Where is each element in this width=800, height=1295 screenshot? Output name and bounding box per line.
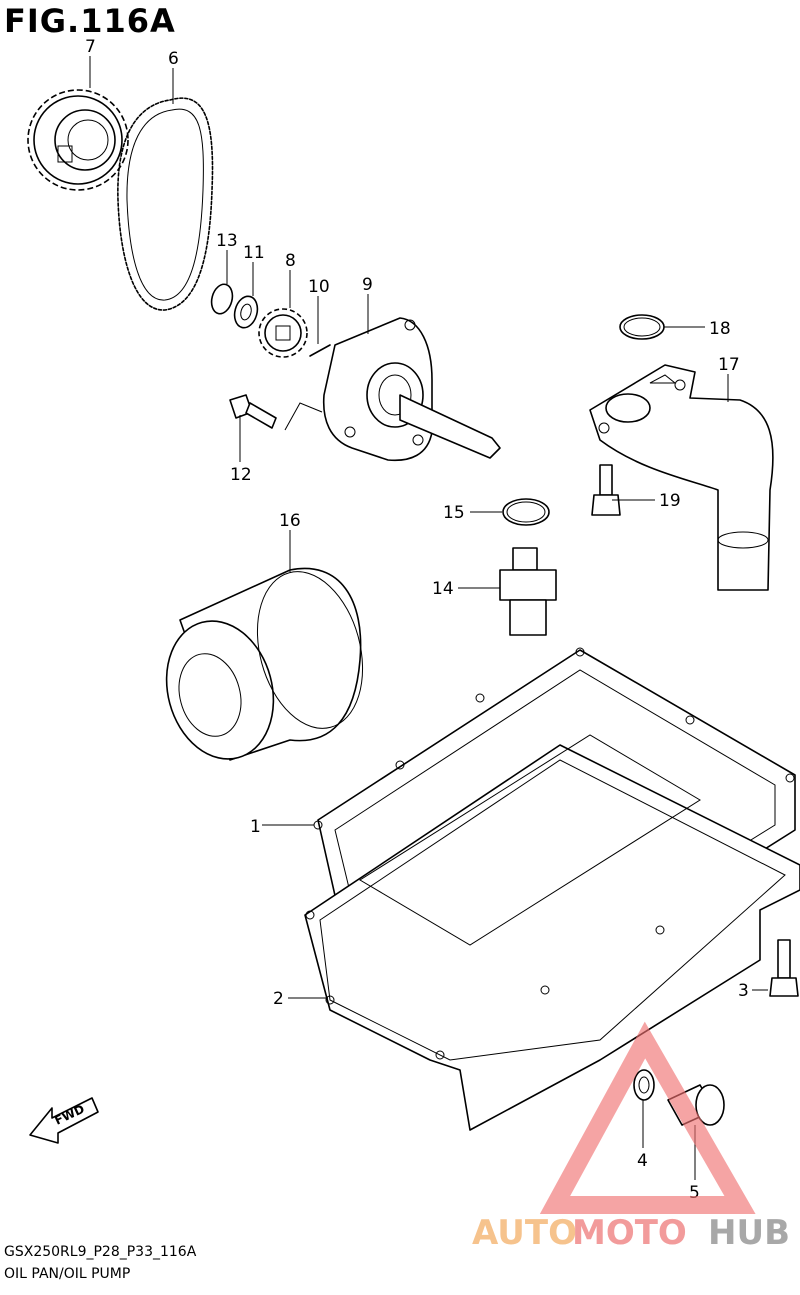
watermark-auto: AUTO	[472, 1213, 577, 1253]
leader-lines	[89, 56, 768, 1180]
part-oil-pressure-switch[interactable]	[499, 547, 557, 636]
part-o-ring-small[interactable]	[502, 498, 550, 526]
callout-14[interactable]: 14	[432, 579, 454, 599]
callout-13[interactable]: 13	[216, 231, 238, 251]
part-pump-gear[interactable]	[258, 308, 308, 358]
part-oil-pan[interactable]	[304, 734, 800, 1131]
callout-numbers: 1 2 3 4 5 6 7 8 9 10 11 12 13 14 15 16 1…	[85, 37, 749, 1203]
callout-19[interactable]: 19	[659, 491, 681, 511]
part-bolt[interactable]	[229, 394, 323, 431]
callout-3[interactable]: 3	[738, 981, 749, 1001]
figure-description: OIL PAN/OIL PUMP	[4, 1266, 131, 1282]
callout-12[interactable]: 12	[230, 465, 252, 485]
callout-16[interactable]: 16	[279, 511, 301, 531]
part-bolt-small[interactable]	[591, 464, 621, 516]
part-circlip[interactable]	[208, 282, 235, 316]
part-o-ring-large[interactable]	[619, 314, 665, 340]
figure-code: GSX250RL9_P28_P33_116A	[4, 1244, 197, 1260]
callout-18[interactable]: 18	[709, 319, 731, 339]
callout-15[interactable]: 15	[443, 503, 465, 523]
callout-9[interactable]: 9	[362, 275, 373, 295]
part-oil-pump[interactable]	[322, 317, 501, 462]
callout-6[interactable]: 6	[168, 49, 179, 69]
watermark-moto: MOTO	[572, 1213, 687, 1253]
part-oil-filter[interactable]	[152, 560, 379, 771]
callout-1[interactable]: 1	[250, 817, 261, 837]
figure-title: FIG.116A	[4, 2, 176, 40]
part-pan-bolt[interactable]	[769, 939, 799, 997]
callout-11[interactable]: 11	[243, 243, 265, 263]
callout-2[interactable]: 2	[273, 989, 284, 1009]
callout-7[interactable]: 7	[85, 37, 96, 57]
watermark-hub: HUB	[708, 1213, 790, 1253]
part-sprocket[interactable]	[27, 89, 129, 191]
callout-4[interactable]: 4	[637, 1151, 648, 1171]
callout-5[interactable]: 5	[689, 1183, 700, 1203]
callout-8[interactable]: 8	[285, 251, 296, 271]
fwd-arrow-icon: FWD	[29, 1097, 99, 1144]
watermark-logo: AUTO MOTO HUB	[472, 1021, 790, 1253]
part-washer[interactable]	[231, 294, 261, 331]
part-chain[interactable]	[117, 97, 214, 311]
part-strainer-pipe[interactable]	[589, 364, 774, 591]
callout-17[interactable]: 17	[718, 355, 740, 375]
part-drain-washer[interactable]	[633, 1069, 655, 1101]
part-pin[interactable]	[309, 344, 331, 357]
callout-10[interactable]: 10	[308, 277, 330, 297]
